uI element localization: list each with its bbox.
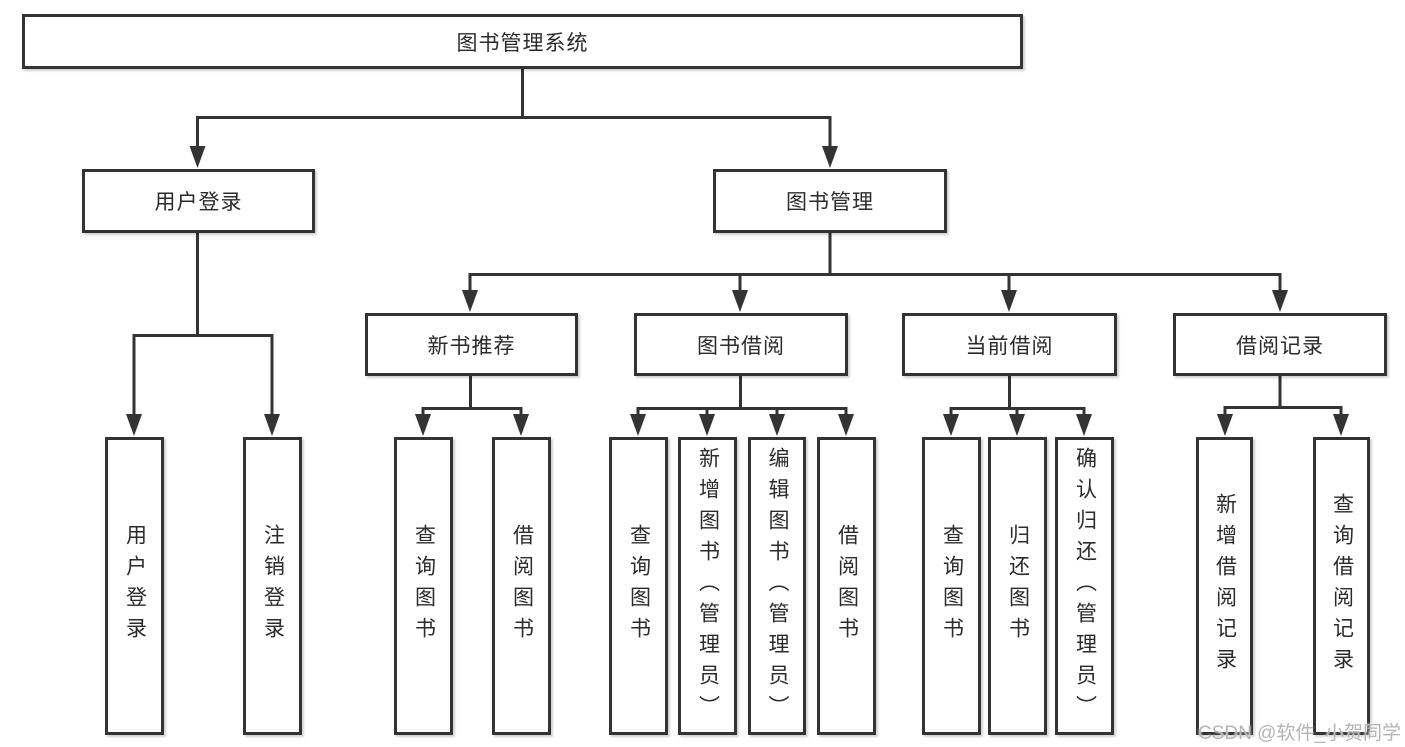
- leaf-cb-confirm-return-admin: 确认归还（管理员）: [1055, 437, 1114, 735]
- leaf-cb-return-books-label: 归还图书: [1006, 524, 1030, 648]
- arrowhead-leaf-br-query: [1333, 414, 1349, 436]
- leaf-nb-borrow-books-label: 借阅图书: [510, 524, 534, 648]
- node-new-book-recommend-label: 新书推荐: [427, 334, 516, 358]
- arrowhead-leaf-cb-return: [1009, 414, 1025, 436]
- arrowhead-leaf-bb-borrow: [838, 414, 854, 436]
- arrowhead-leaf-br-add: [1217, 414, 1233, 436]
- leaf-br-add-record-label: 新增借阅记录: [1213, 493, 1237, 679]
- node-current-borrow-label: 当前借阅: [965, 334, 1054, 358]
- arrowhead-book-mgmt-node: [822, 146, 838, 168]
- leaf-bb-edit-books-admin-label: 编辑图书（管理员）: [766, 446, 789, 726]
- leaf-user-login: 用户登录: [105, 437, 164, 735]
- csdn-watermark: CSDN @软件_小贺同学: [1198, 723, 1401, 744]
- leaf-bb-query-books-label: 查询图书: [627, 524, 651, 648]
- arrowhead-leaf-bb-edit: [769, 414, 785, 436]
- leaf-bb-borrow-books: 借阅图书: [817, 437, 876, 735]
- leaf-bb-add-books-admin: 新增图书（管理员）: [678, 437, 737, 735]
- leaf-cb-query-books-label: 查询图书: [940, 524, 964, 648]
- node-new-book-recommend: 新书推荐: [365, 313, 578, 376]
- leaf-bb-add-books-admin-label: 新增图书（管理员）: [696, 446, 720, 726]
- edge-user-login-to-leaves: [132, 233, 274, 416]
- arrowhead-bookborrow-node: [732, 290, 748, 312]
- node-book-management-label: 图书管理: [786, 191, 874, 214]
- leaf-nb-query-books: 查询图书: [394, 437, 453, 735]
- leaf-cb-return-books: 归还图书: [988, 437, 1047, 735]
- edge-currentborrow-to-leaves: [949, 376, 1086, 416]
- arrowhead-leaf-nb-query: [415, 414, 431, 436]
- leaf-user-login-label: 用户登录: [123, 524, 147, 648]
- leaf-nb-query-books-label: 查询图书: [412, 524, 436, 648]
- leaf-cb-query-books: 查询图书: [922, 437, 981, 735]
- arrowhead-leaf-logout: [264, 414, 280, 436]
- edge-newbook-to-leaves: [421, 376, 523, 416]
- node-book-borrow: 图书借阅: [634, 313, 848, 376]
- leaf-br-query-record-label: 查询借阅记录: [1330, 493, 1354, 679]
- arrowhead-leaf-nb-borrow: [513, 414, 529, 436]
- edge-borrowrecord-to-leaves: [1223, 376, 1343, 416]
- node-root-label: 图书管理系统: [456, 31, 589, 55]
- node-user-login: 用户登录: [82, 169, 315, 233]
- node-user-login-label: 用户登录: [154, 191, 243, 214]
- arrowhead-leaf-cb-confirm: [1076, 414, 1092, 436]
- arrowhead-leaf-user-login: [126, 414, 142, 436]
- leaf-nb-borrow-books: 借阅图书: [492, 437, 551, 735]
- leaf-bb-borrow-books-label: 借阅图书: [835, 524, 859, 648]
- edge-root-to-level2: [196, 69, 832, 148]
- arrowhead-leaf-cb-query: [943, 414, 959, 436]
- edge-book-mgmt-to-level3: [468, 233, 1282, 292]
- leaf-br-add-record: 新增借阅记录: [1196, 437, 1253, 735]
- leaf-bb-query-books: 查询图书: [609, 437, 668, 735]
- leaf-cb-confirm-return-admin-label: 确认归还（管理员）: [1073, 446, 1097, 726]
- leaf-bb-edit-books-admin: 编辑图书（管理员）: [748, 437, 806, 735]
- arrowhead-user-login-node: [189, 146, 206, 168]
- node-root: 图书管理系统: [22, 14, 1023, 69]
- arrowhead-borrowrecord-node: [1272, 290, 1288, 312]
- leaf-logout-label: 注销登录: [261, 524, 285, 648]
- node-current-borrow: 当前借阅: [902, 313, 1117, 376]
- leaf-logout: 注销登录: [243, 437, 302, 735]
- edge-bookborrow-to-leaves: [636, 376, 848, 416]
- arrowhead-leaf-bb-query: [630, 414, 646, 436]
- arrowhead-newbook-node: [462, 290, 478, 312]
- node-book-borrow-label: 图书借阅: [697, 334, 785, 358]
- leaf-br-query-record: 查询借阅记录: [1313, 437, 1370, 735]
- node-borrow-records-label: 借阅记录: [1236, 334, 1324, 358]
- node-borrow-records: 借阅记录: [1173, 313, 1387, 376]
- arrowhead-leaf-bb-add: [699, 414, 715, 436]
- arrowhead-currentborrow-node: [1001, 290, 1017, 312]
- node-book-management: 图书管理: [713, 169, 947, 233]
